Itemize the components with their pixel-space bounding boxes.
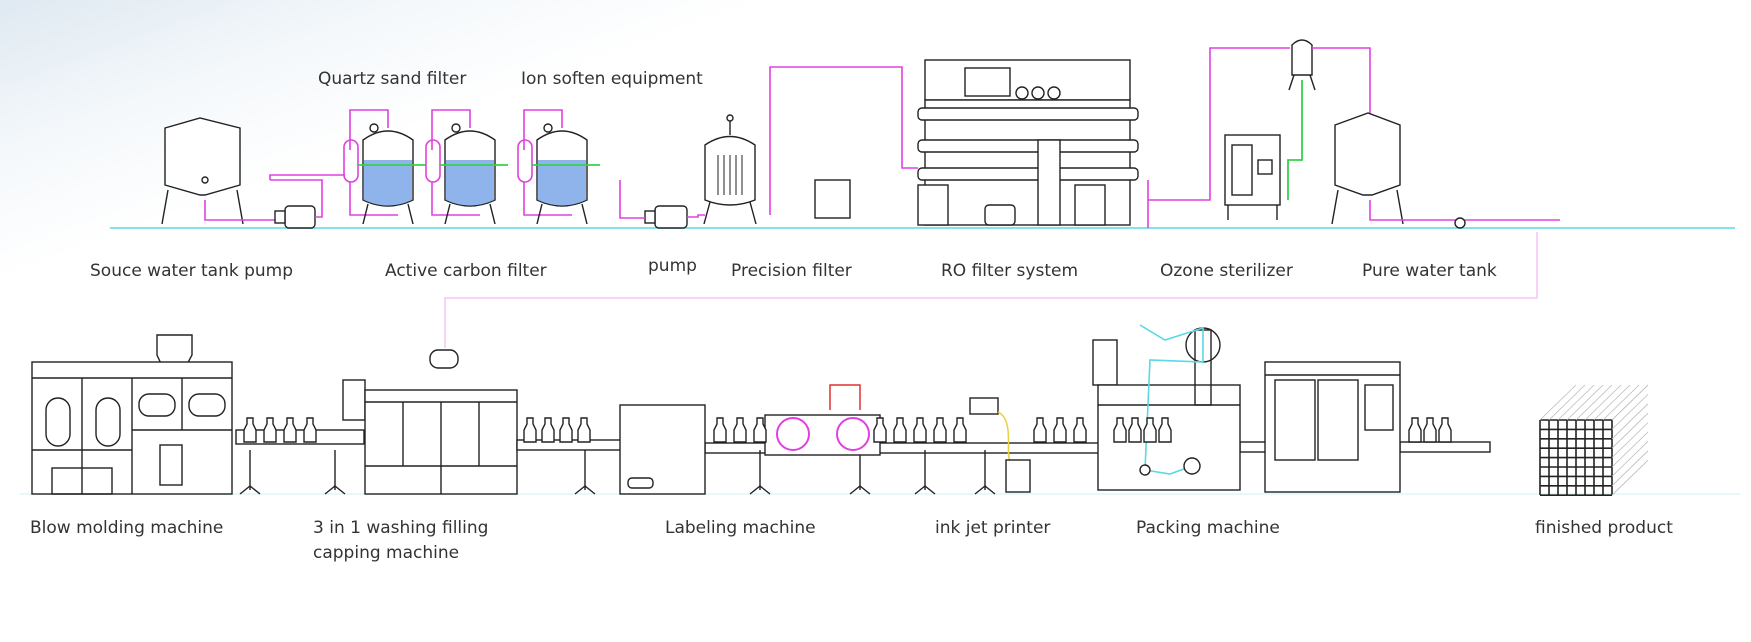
label-ro-filter-system: RO filter system xyxy=(941,261,1078,281)
label-washing-filling-line1: 3 in 1 washing filling xyxy=(313,518,488,538)
bottle xyxy=(1113,417,1127,443)
pure-water-tank xyxy=(1331,112,1404,225)
label-ink-jet-printer: ink jet printer xyxy=(935,518,1050,538)
case-machine xyxy=(1264,361,1401,493)
packing-machine xyxy=(1092,324,1241,491)
outlet-pump xyxy=(1454,217,1466,229)
label-ozone-sterilizer: Ozone sterilizer xyxy=(1160,261,1293,281)
label-packing-machine: Packing machine xyxy=(1136,518,1280,538)
precision-filter xyxy=(703,114,757,225)
bottle xyxy=(1053,417,1067,443)
bottle xyxy=(1073,417,1087,443)
bottle xyxy=(541,417,555,443)
label-quartz-sand-filter: Quartz sand filter xyxy=(318,69,466,89)
conveyor-stand xyxy=(324,450,346,495)
transfer-pipe xyxy=(444,232,1538,348)
conveyor-stand xyxy=(574,450,596,495)
label-active-carbon-filter: Active carbon filter xyxy=(385,261,547,281)
label-washing-filling-line2: capping machine xyxy=(313,543,459,563)
bottle xyxy=(753,417,767,443)
bottle xyxy=(713,417,727,443)
conveyor-stand xyxy=(914,450,936,495)
label-labeling-machine: Labeling machine xyxy=(665,518,816,538)
source-pump xyxy=(274,205,316,229)
bottle xyxy=(1128,417,1142,443)
bottle xyxy=(893,417,907,443)
quartz-sand-filter xyxy=(343,109,426,225)
label-precision-filter: Precision filter xyxy=(731,261,852,281)
conveyor-stand xyxy=(974,450,996,495)
label-blow-molding-machine: Blow molding machine xyxy=(30,518,223,538)
bottle xyxy=(1408,417,1422,443)
bottle xyxy=(1438,417,1452,443)
source-water-tank xyxy=(161,117,244,225)
label-pure-water-tank: Pure water tank xyxy=(1362,261,1497,281)
ion-softener xyxy=(517,109,600,225)
conveyor-stand xyxy=(749,450,771,495)
label-finished-product: finished product xyxy=(1535,518,1673,538)
ozone-sterilizer xyxy=(1224,134,1281,220)
active-carbon-filter xyxy=(425,109,508,225)
bottle xyxy=(1158,417,1172,443)
label-ion-soften-equipment: Ion soften equipment xyxy=(521,69,703,89)
blow-molding-machine xyxy=(31,334,233,495)
bottle xyxy=(953,417,967,443)
conveyor-stand xyxy=(849,450,871,495)
bottle xyxy=(1033,417,1047,443)
labeling-machine xyxy=(619,384,881,495)
label-pump: pump xyxy=(648,256,697,276)
washing-filling-capping-machine xyxy=(342,349,518,495)
bottle xyxy=(1143,417,1157,443)
bottle xyxy=(873,417,887,443)
bottle xyxy=(303,417,317,443)
bottle xyxy=(263,417,277,443)
bottle xyxy=(559,417,573,443)
ink-jet-printer xyxy=(969,397,1031,493)
bottle xyxy=(283,417,297,443)
bottle xyxy=(523,417,537,443)
finished-product-pallet xyxy=(1539,384,1649,497)
bottle xyxy=(933,417,947,443)
bottle xyxy=(733,417,747,443)
pump xyxy=(644,205,688,229)
conveyor-stand xyxy=(239,450,261,495)
label-source-water-tank-pump: Souce water tank pump xyxy=(90,261,293,281)
ro-filter-system xyxy=(917,59,1139,226)
top-ozone-tank xyxy=(1288,39,1316,91)
bottle xyxy=(1423,417,1437,443)
bottle xyxy=(913,417,927,443)
precision-filter-box xyxy=(814,179,851,219)
bottle xyxy=(243,417,257,443)
bottle xyxy=(577,417,591,443)
